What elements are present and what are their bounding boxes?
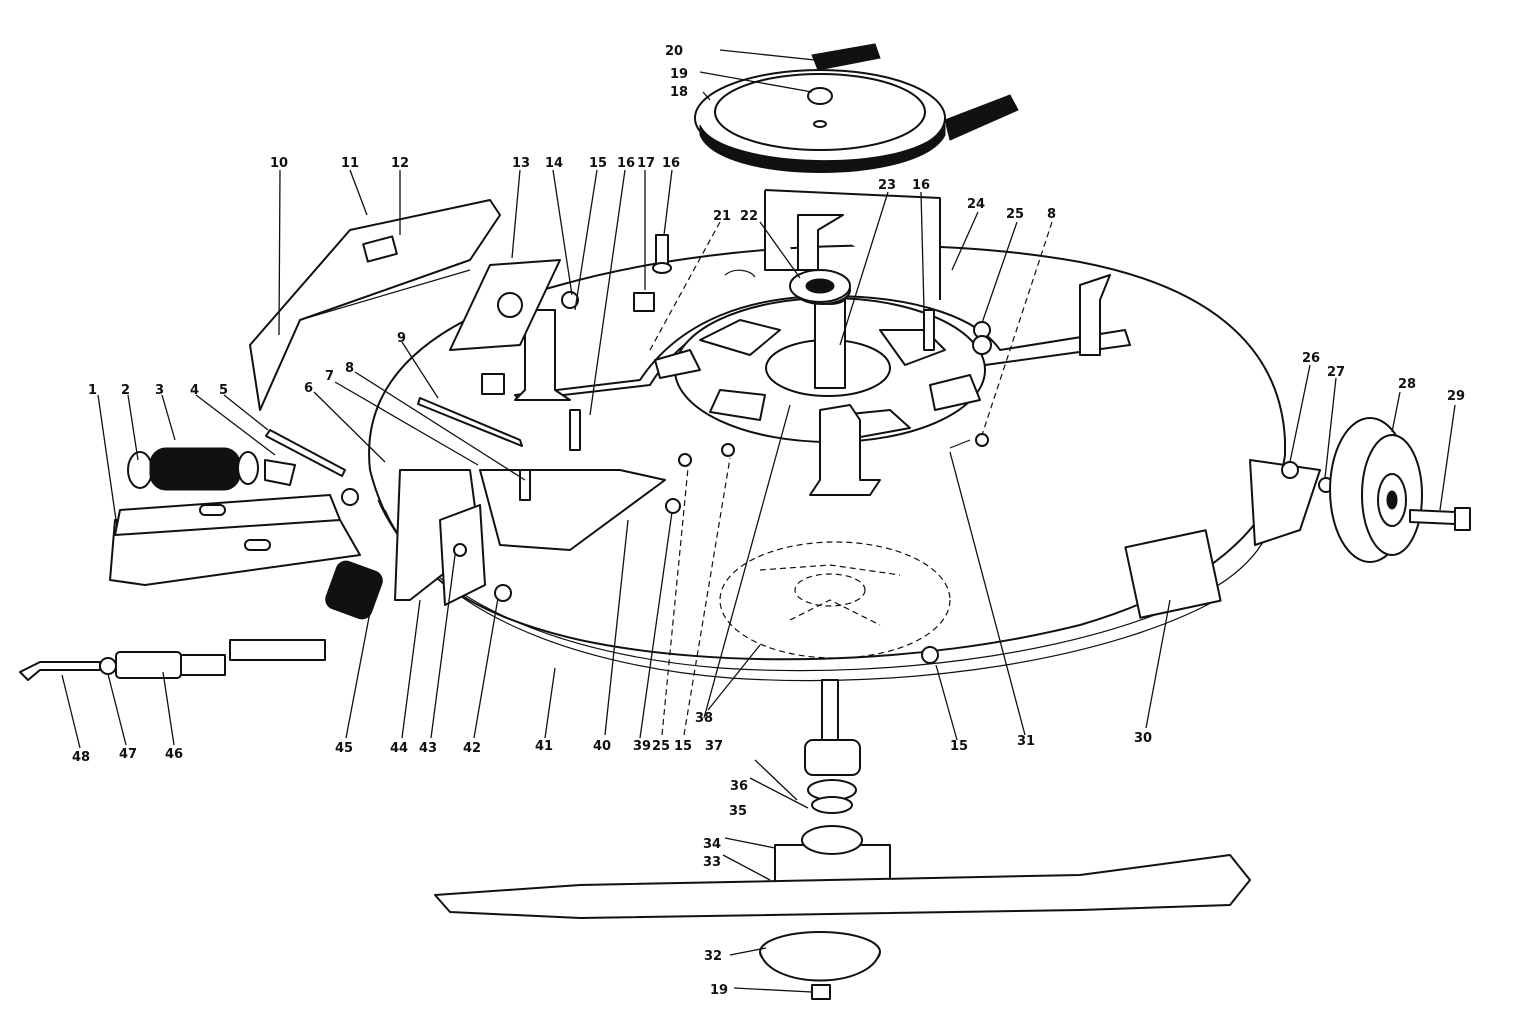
part-label-35: 35 bbox=[729, 804, 747, 819]
part-label-7: 7 bbox=[325, 369, 334, 384]
part-label-16c: 16 bbox=[912, 178, 930, 193]
blade-hub bbox=[759, 931, 881, 1000]
part-label-15c: 15 bbox=[950, 739, 968, 754]
leader-lines bbox=[61, 49, 1456, 993]
part-label-19b: 19 bbox=[710, 983, 728, 998]
part-label-48: 48 bbox=[72, 750, 90, 765]
part-label-46: 46 bbox=[165, 747, 183, 762]
belt-guide-bracket bbox=[809, 404, 881, 496]
part-label-17: 17 bbox=[637, 156, 655, 171]
part-label-16a: 16 bbox=[617, 156, 635, 171]
part-label-31: 31 bbox=[1017, 734, 1035, 749]
part-label-45: 45 bbox=[335, 741, 353, 756]
part-label-37: 37 bbox=[705, 739, 723, 754]
part-label-10: 10 bbox=[270, 156, 288, 171]
part-label-6: 6 bbox=[304, 381, 313, 396]
part-label-43: 43 bbox=[419, 741, 437, 756]
part-label-32: 32 bbox=[704, 949, 722, 964]
part-label-20: 20 bbox=[665, 44, 683, 59]
spring bbox=[127, 447, 296, 491]
part-label-36: 36 bbox=[730, 779, 748, 794]
idler-pulley bbox=[724, 269, 851, 303]
height-adjust-rod bbox=[19, 639, 326, 681]
part-label-15b: 15 bbox=[674, 739, 692, 754]
part-label-30: 30 bbox=[1134, 731, 1152, 746]
part-label-34: 34 bbox=[703, 837, 721, 852]
part-label-9: 9 bbox=[397, 331, 406, 346]
hardware bbox=[341, 234, 992, 664]
part-label-38: 38 bbox=[695, 711, 713, 726]
part-label-44: 44 bbox=[390, 741, 408, 756]
blade-adapter bbox=[719, 541, 951, 659]
spring bbox=[325, 560, 383, 620]
belt-guide-bracket bbox=[1079, 274, 1111, 356]
part-label-42: 42 bbox=[463, 741, 481, 756]
belt-guide-bracket bbox=[797, 214, 844, 271]
part-label-1: 1 bbox=[88, 383, 97, 398]
belt-guard bbox=[249, 199, 501, 411]
part-label-4: 4 bbox=[190, 383, 199, 398]
part-label-22: 22 bbox=[740, 209, 758, 224]
part-label-29: 29 bbox=[1447, 389, 1465, 404]
part-label-47: 47 bbox=[119, 747, 137, 762]
part-label-8: 8 bbox=[345, 361, 354, 376]
part-label-8b: 8 bbox=[1047, 207, 1056, 222]
part-label-28: 28 bbox=[1398, 377, 1416, 392]
part-label-2: 2 bbox=[121, 383, 130, 398]
part-label-39: 39 bbox=[633, 739, 651, 754]
part-label-13: 13 bbox=[512, 156, 530, 171]
part-label-25b: 25 bbox=[652, 739, 670, 754]
part-label-3: 3 bbox=[155, 383, 164, 398]
part-label-14: 14 bbox=[545, 156, 563, 171]
rod bbox=[265, 429, 346, 477]
part-label-24: 24 bbox=[967, 197, 985, 212]
part-label-19a: 19 bbox=[670, 67, 688, 82]
part-label-23: 23 bbox=[878, 178, 896, 193]
rod bbox=[417, 397, 523, 447]
drive-pulley bbox=[694, 43, 1019, 173]
part-label-27: 27 bbox=[1327, 365, 1345, 380]
part-label-15a: 15 bbox=[589, 156, 607, 171]
part-label-25a: 25 bbox=[1006, 207, 1024, 222]
part-label-5: 5 bbox=[219, 383, 228, 398]
part-label-40: 40 bbox=[593, 739, 611, 754]
part-label-18: 18 bbox=[670, 85, 688, 100]
part-label-41: 41 bbox=[535, 739, 553, 754]
part-label-21: 21 bbox=[713, 209, 731, 224]
part-label-16b: 16 bbox=[662, 156, 680, 171]
spindle-stack bbox=[774, 679, 891, 886]
mower-blade bbox=[434, 854, 1251, 919]
part-label-12: 12 bbox=[391, 156, 409, 171]
belt-guide-bracket bbox=[514, 309, 571, 401]
part-label-26: 26 bbox=[1302, 351, 1320, 366]
part-label-33: 33 bbox=[703, 855, 721, 870]
wheel-assembly bbox=[1249, 417, 1471, 563]
part-labels: 1 2 3 4 5 6 7 8 8 9 10 11 12 13 14 15 15… bbox=[72, 44, 1465, 998]
part-label-11: 11 bbox=[341, 156, 359, 171]
